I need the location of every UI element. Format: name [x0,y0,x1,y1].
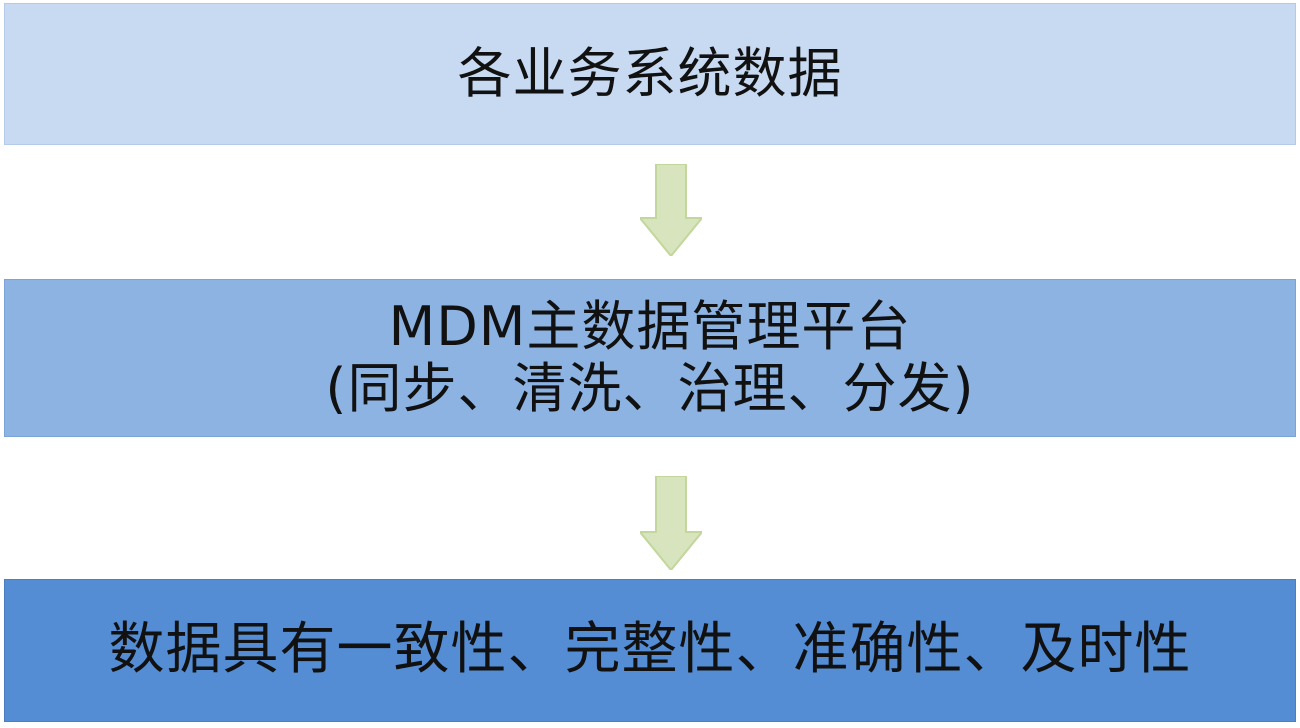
data-quality-result-box: 数据具有一致性、完整性、准确性、及时性 [4,579,1296,722]
data-quality-result-label: 数据具有一致性、完整性、准确性、及时性 [108,617,1192,683]
arrow-down-icon [640,476,702,570]
source-data-box: 各业务系统数据 [4,3,1296,145]
mdm-platform-box: MDM主数据管理平台 (同步、清洗、治理、分发) [4,279,1296,437]
source-data-label: 各业务系统数据 [457,41,843,105]
arrow-down-icon [640,164,702,256]
mdm-platform-subtitle: (同步、清洗、治理、分发) [325,357,975,420]
mdm-platform-title: MDM主数据管理平台 [388,294,912,358]
